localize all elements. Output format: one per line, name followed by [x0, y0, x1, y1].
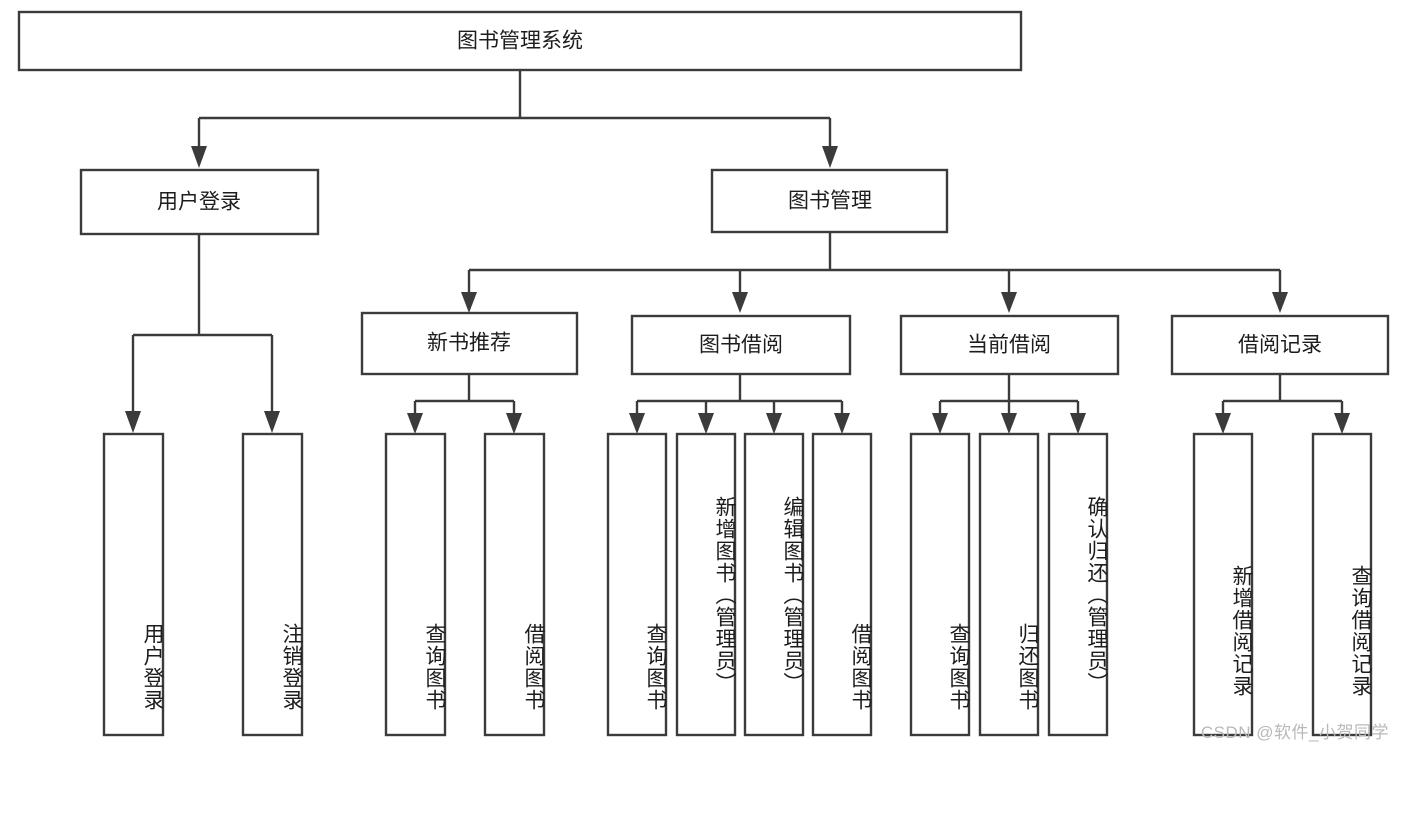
arrow-head-leaf-book-borrow-0 [629, 413, 645, 434]
node-leaf-book-borrow-2[interactable] [743, 432, 805, 737]
csdn-watermark: CSDN @软件_小贺同学 [1200, 723, 1389, 742]
node-leaf-borrow-record-0[interactable] [1192, 432, 1254, 737]
node-root[interactable] [17, 10, 1023, 72]
node-borrow-record[interactable] [1170, 314, 1390, 376]
arrow-head-leaf-book-borrow-1 [698, 413, 714, 434]
edge-group-current-borrow [932, 374, 1086, 434]
edge-group-new-book [407, 374, 522, 434]
arrow-head-leaf-book-borrow-3 [834, 413, 850, 434]
edge-group-borrow-record [1215, 374, 1350, 434]
node-leaf-book-borrow-1[interactable] [675, 432, 737, 737]
arrow-head-current-borrow [1001, 292, 1017, 313]
arrow-head-leaf-new-book-1 [506, 413, 522, 434]
arrow-head-leaf-current-borrow-1 [1001, 413, 1017, 434]
arrow-head-leaf-user-login-0 [125, 411, 141, 433]
arrow-head-borrow-record [1272, 292, 1288, 313]
node-user-login-label: 用户登录 [157, 191, 241, 214]
node-leaf-user-login-1[interactable] [241, 432, 304, 737]
arrow-head-leaf-borrow-record-1 [1334, 413, 1350, 434]
arrow-head-book-mgmt [822, 146, 838, 168]
arrow-head-book-borrow [732, 292, 748, 313]
diagram-canvas: 图书管理系统 用户登录 图书管理 新书推荐 图书借阅 当前借阅 借阅记录 [17, 10, 1390, 742]
node-new-book-recommend[interactable] [360, 311, 579, 376]
arrow-head-new-book [461, 292, 477, 313]
node-leaf-current-borrow-2[interactable] [1047, 432, 1109, 737]
node-leaf-current-borrow-0[interactable] [909, 432, 971, 737]
node-leaf-book-borrow-3[interactable] [811, 432, 873, 737]
node-leaf-new-book-0[interactable] [384, 432, 447, 737]
edge-group-user-login [125, 234, 280, 433]
node-leaf-new-book-1[interactable] [483, 432, 546, 737]
arrow-head-leaf-current-borrow-2 [1070, 413, 1086, 434]
edge-group-book-mgmt [461, 232, 1288, 313]
node-book-mgmt[interactable] [710, 168, 949, 234]
node-book-borrow-label: 图书借阅 [699, 334, 783, 357]
node-leaf-user-login-0[interactable] [102, 432, 165, 737]
node-leaf-borrow-record-1[interactable] [1311, 432, 1373, 737]
arrow-head-leaf-book-borrow-2 [766, 413, 782, 434]
node-user-login[interactable] [79, 168, 320, 236]
node-book-mgmt-label: 图书管理 [788, 190, 872, 213]
arrow-head-leaf-new-book-0 [407, 413, 423, 434]
arrow-head-user-login [191, 146, 207, 168]
node-book-borrow[interactable] [630, 314, 852, 376]
diagram-svg: 图书管理系统 用户登录 图书管理 新书推荐 图书借阅 当前借阅 借阅记录 [17, 10, 1390, 737]
edge-group-book-borrow [629, 374, 850, 434]
node-current-borrow[interactable] [899, 314, 1120, 376]
node-leaf-current-borrow-1[interactable] [978, 432, 1040, 737]
node-leaf-book-borrow-0[interactable] [606, 432, 668, 737]
edge-group-root [191, 70, 838, 168]
arrow-head-leaf-user-login-1 [264, 411, 280, 433]
node-new-book-recommend-label: 新书推荐 [427, 332, 511, 355]
node-borrow-record-label: 借阅记录 [1238, 334, 1322, 357]
arrow-head-leaf-current-borrow-0 [932, 413, 948, 434]
node-root-label: 图书管理系统 [457, 30, 583, 53]
arrow-head-leaf-borrow-record-0 [1215, 413, 1231, 434]
node-current-borrow-label: 当前借阅 [967, 334, 1051, 357]
